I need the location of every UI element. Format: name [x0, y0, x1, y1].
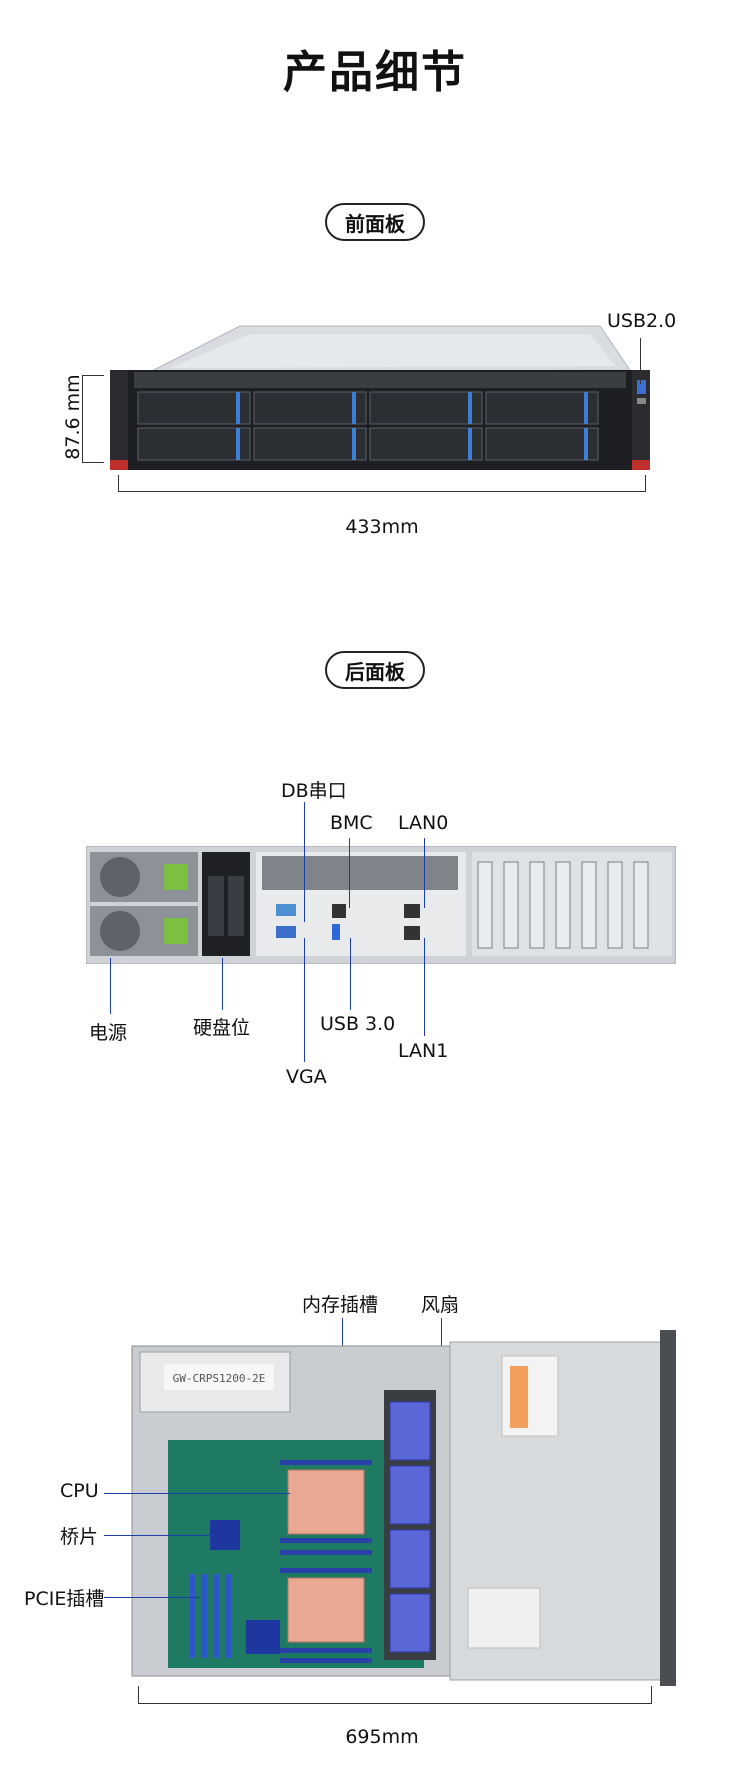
- depth-dim-line: [138, 1703, 652, 1704]
- lan0-leader: [424, 838, 425, 908]
- rear-panel-image: [86, 846, 676, 964]
- rear-panel-badge: 后面板: [325, 651, 425, 689]
- usb2-leader-line: [640, 338, 641, 384]
- usb2-label: USB2.0: [607, 310, 677, 332]
- drive-bay-leader: [222, 958, 223, 1010]
- width-dim-label: 433mm: [345, 516, 419, 538]
- interior-image: GW-CRPS1200-2E: [131, 1330, 676, 1686]
- fan-leader: [441, 1318, 442, 1364]
- power-leader: [110, 958, 111, 1014]
- bmc-leader: [349, 838, 350, 908]
- bmc-label: BMC: [330, 812, 373, 834]
- cpu-leader: [104, 1493, 290, 1494]
- usb3-leader: [350, 938, 351, 1010]
- drive-bay-label: 硬盘位: [193, 1017, 251, 1039]
- lan1-label: LAN1: [398, 1040, 449, 1062]
- depth-dim-right: [651, 1686, 652, 1704]
- depth-dim-label: 695mm: [345, 1726, 419, 1748]
- lan1-leader: [424, 938, 425, 1036]
- vga-leader: [304, 938, 305, 1062]
- page-title: 产品细节: [283, 47, 467, 98]
- vga-label: VGA: [286, 1066, 327, 1088]
- bridge-label: 桥片: [60, 1526, 99, 1548]
- power-label: 电源: [89, 1022, 128, 1044]
- pcie-slot-leader: [104, 1597, 200, 1598]
- depth-dim-left: [138, 1686, 139, 1704]
- pcie-slot-label: PCIE插槽: [24, 1588, 105, 1610]
- bridge-leader: [104, 1535, 214, 1536]
- width-dim-line: [118, 491, 646, 492]
- height-dim-line: [82, 375, 83, 463]
- memory-slot-label: 内存插槽: [302, 1294, 379, 1316]
- height-dim-bottom: [82, 462, 104, 463]
- front-panel-badge: 前面板: [325, 203, 425, 241]
- lan0-label: LAN0: [398, 812, 449, 834]
- cpu-label: CPU: [60, 1480, 99, 1502]
- height-dim-top: [82, 375, 104, 376]
- width-dim-left: [118, 475, 119, 492]
- usb3-label: USB 3.0: [320, 1013, 396, 1035]
- db-serial-label: DB串口: [281, 780, 347, 802]
- fan-label: 风扇: [421, 1294, 460, 1316]
- psu-sticker-text: GW-CRPS1200-2E: [173, 1372, 266, 1385]
- front-panel-image: [110, 325, 650, 470]
- db-serial-leader: [304, 802, 305, 922]
- width-dim-right: [645, 475, 646, 492]
- height-dim-label: 87.6 mm: [62, 374, 84, 460]
